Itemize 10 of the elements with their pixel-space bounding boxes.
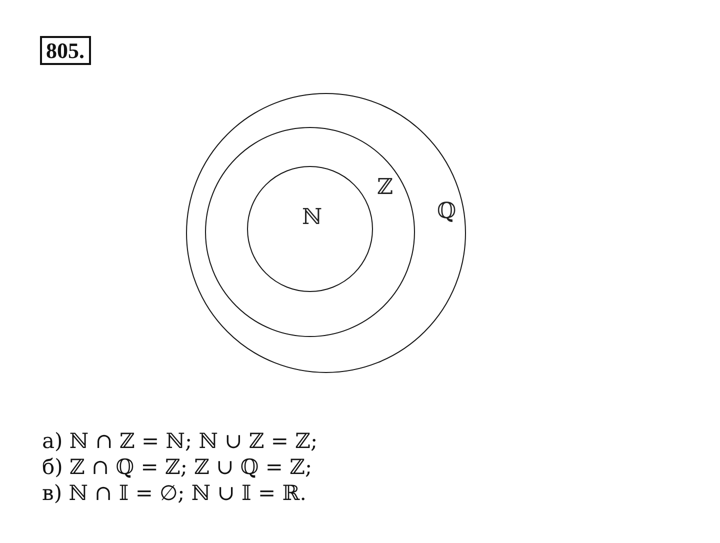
set-equation: б) ℤ ∩ ℚ = ℤ; ℤ ∪ ℚ = ℤ; — [42, 455, 312, 480]
exercise-number: 805. — [40, 36, 90, 66]
set-equation: а) ℕ ∩ ℤ = ℕ; ℕ ∪ ℤ = ℤ; — [42, 429, 318, 454]
set-equation: в) ℕ ∩ 𝕀 = ∅; ℕ ∪ 𝕀 = ℝ. — [42, 481, 306, 506]
set-symbol: ℚ — [437, 201, 456, 223]
set-symbol: ℤ — [377, 177, 394, 199]
set-symbol: ℕ — [302, 207, 322, 229]
set-circle — [247, 166, 373, 292]
set-circle — [205, 127, 415, 337]
set-circle — [186, 93, 466, 373]
